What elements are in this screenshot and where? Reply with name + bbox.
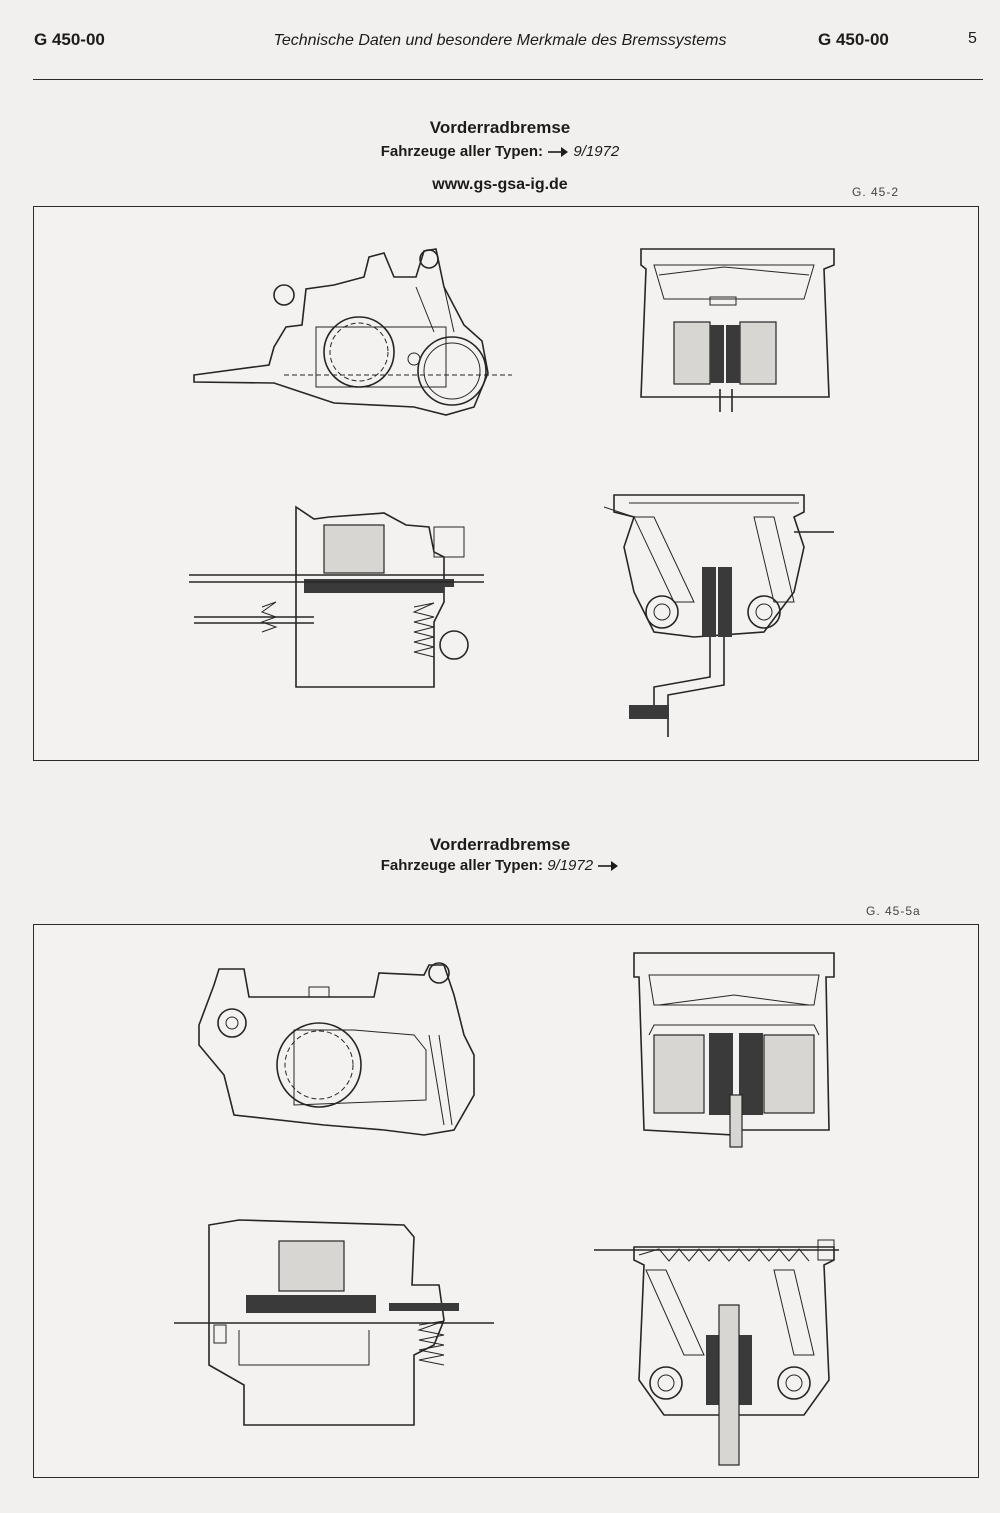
section1-subtitle: Fahrzeuge aller Typen: 9/1972 [0,143,1000,160]
brake-caliper-drawing-post-1972 [174,952,839,1466]
figure-ref-1: G. 45-2 [852,185,900,199]
caliper-side-view [193,248,512,416]
caliper-cross-section [640,248,835,412]
doc-code-left: G 450-00 [34,30,105,49]
section1-subtitle-date: 9/1972 [573,143,620,160]
figure-ref-2: G. 45-5a [866,904,921,918]
caliper-bottom-section [189,505,484,688]
page-title: Technische Daten und besondere Merkmale … [273,32,727,49]
section1-title: Vorderradbremse [429,118,571,137]
figure-panel-1 [33,206,979,761]
caliper-side-view [198,962,475,1136]
figure-panel-2 [33,924,979,1478]
caliper-cross-section [633,952,835,1148]
brake-caliper-drawing-pre-1972 [189,248,835,737]
caliper-frontal-section [594,1239,839,1466]
arrow-right-icon [598,861,619,872]
header-rule [33,79,983,80]
section1-subtitle-label: Fahrzeuge aller Typen: [380,143,544,160]
section2-title: Vorderradbremse [429,835,571,854]
caliper-bottom-section [174,1219,494,1426]
section2-subtitle: Fahrzeuge aller Typen: 9/1972 [0,857,1000,874]
website-url: www.gs-gsa-ig.de [432,176,568,193]
section2-subtitle-label: Fahrzeuge aller Typen: [380,857,544,874]
caliper-frontal-section [603,494,834,737]
page-number: 5 [968,30,977,47]
doc-code-right: G 450-00 [818,30,889,49]
section2-subtitle-date: 9/1972 [547,857,594,874]
arrow-right-icon [548,147,569,158]
